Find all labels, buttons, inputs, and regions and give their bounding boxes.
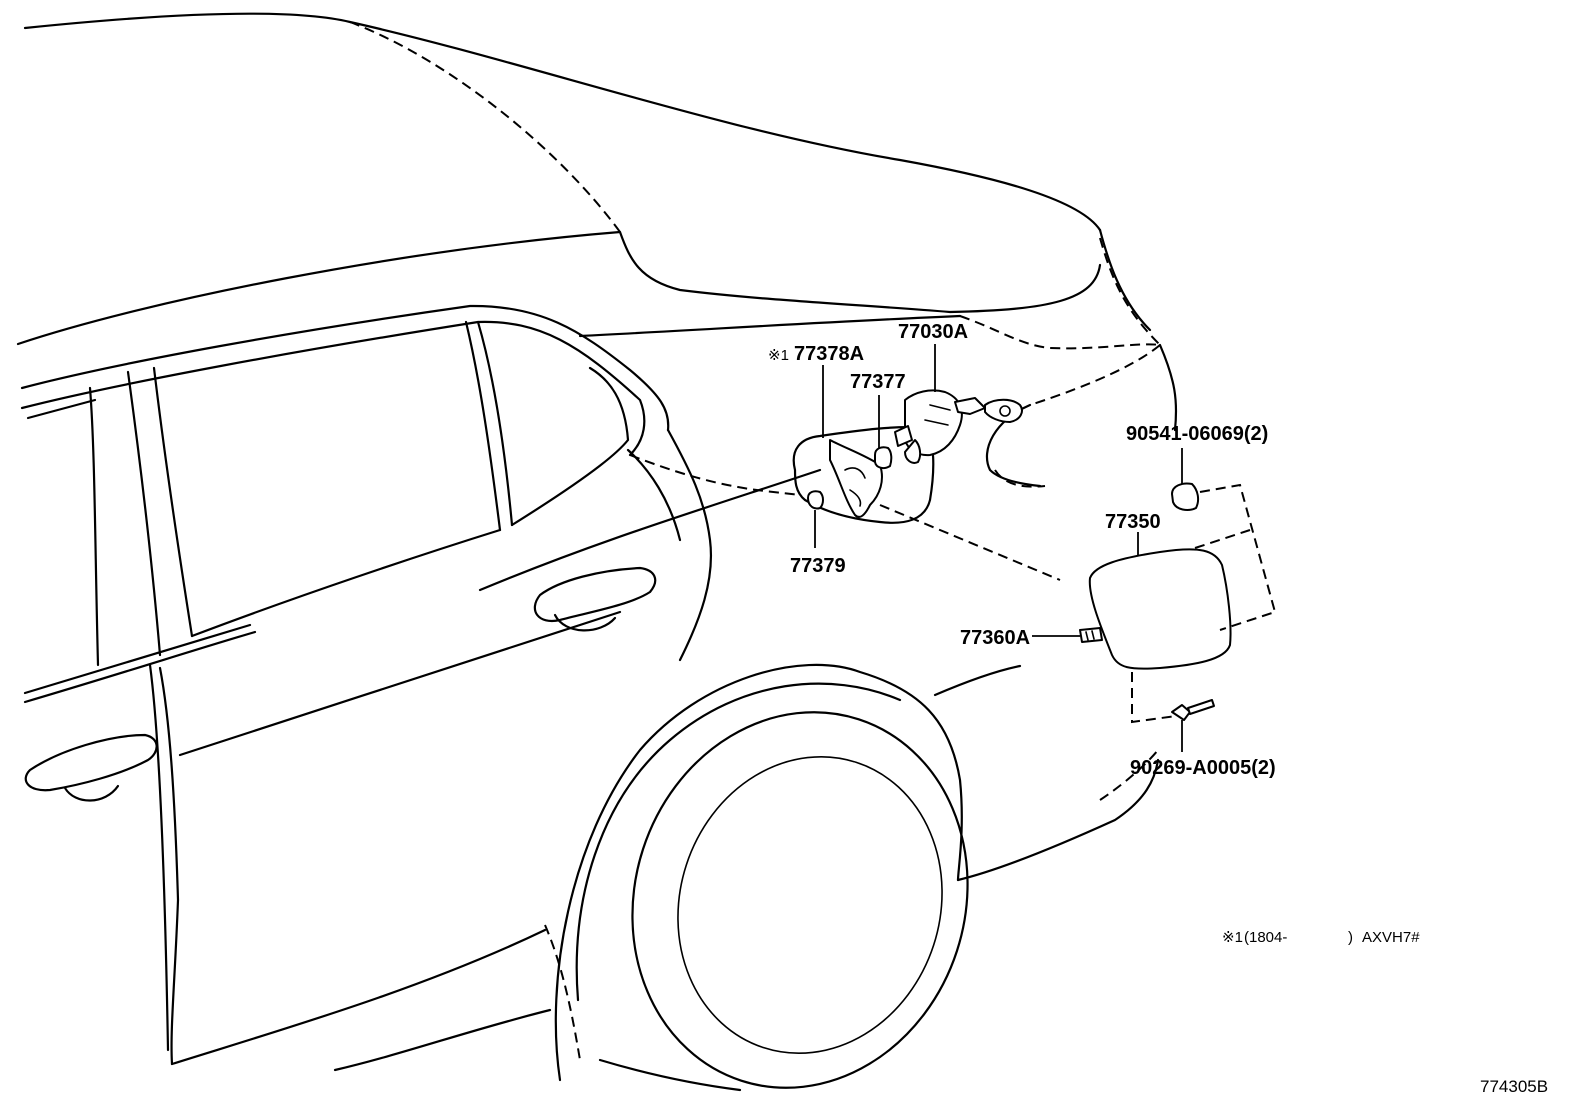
footnote: ※1 (1804- ) AXVH7# [1222, 929, 1420, 946]
label-77377: 77377 [850, 371, 906, 393]
part-77379-cushion [807, 490, 824, 510]
part-callouts: 77030A ※1 77378A 77377 77379 90541-06069… [768, 321, 1276, 779]
diagram-reference-number: 774305B [1480, 1077, 1548, 1096]
footnote-mark: ※1 [1222, 929, 1243, 946]
assembly-dashed-lines [879, 483, 1277, 724]
footnote-range-close: ) [1348, 929, 1353, 946]
label-77378A: 77378A [794, 343, 864, 365]
label-77350: 77350 [1105, 511, 1161, 533]
leader-lines [814, 344, 1183, 752]
label-77360A: 77360A [960, 627, 1030, 649]
part-77030A-lock-actuator [894, 389, 1023, 464]
car-body-illustration [16, 12, 1178, 1092]
part-77377-grommet [874, 446, 893, 470]
label-77378A-mark: ※1 [768, 347, 789, 364]
part-77350-fuel-lid [1088, 548, 1232, 670]
label-90269-A0005: 90269-A0005(2) [1130, 757, 1276, 779]
label-77379: 77379 [790, 555, 846, 577]
part-90541-06069-cap [1171, 482, 1200, 511]
part-77360A-spring [1079, 627, 1103, 643]
footnote-range-open: (1804- [1244, 929, 1287, 946]
label-77030A: 77030A [898, 321, 968, 343]
fuel-filler-pocket [792, 426, 935, 524]
label-90541-06069: 90541-06069(2) [1126, 423, 1268, 445]
part-90269-A0005-clip [1171, 699, 1215, 721]
footnote-model: AXVH7# [1362, 929, 1420, 946]
